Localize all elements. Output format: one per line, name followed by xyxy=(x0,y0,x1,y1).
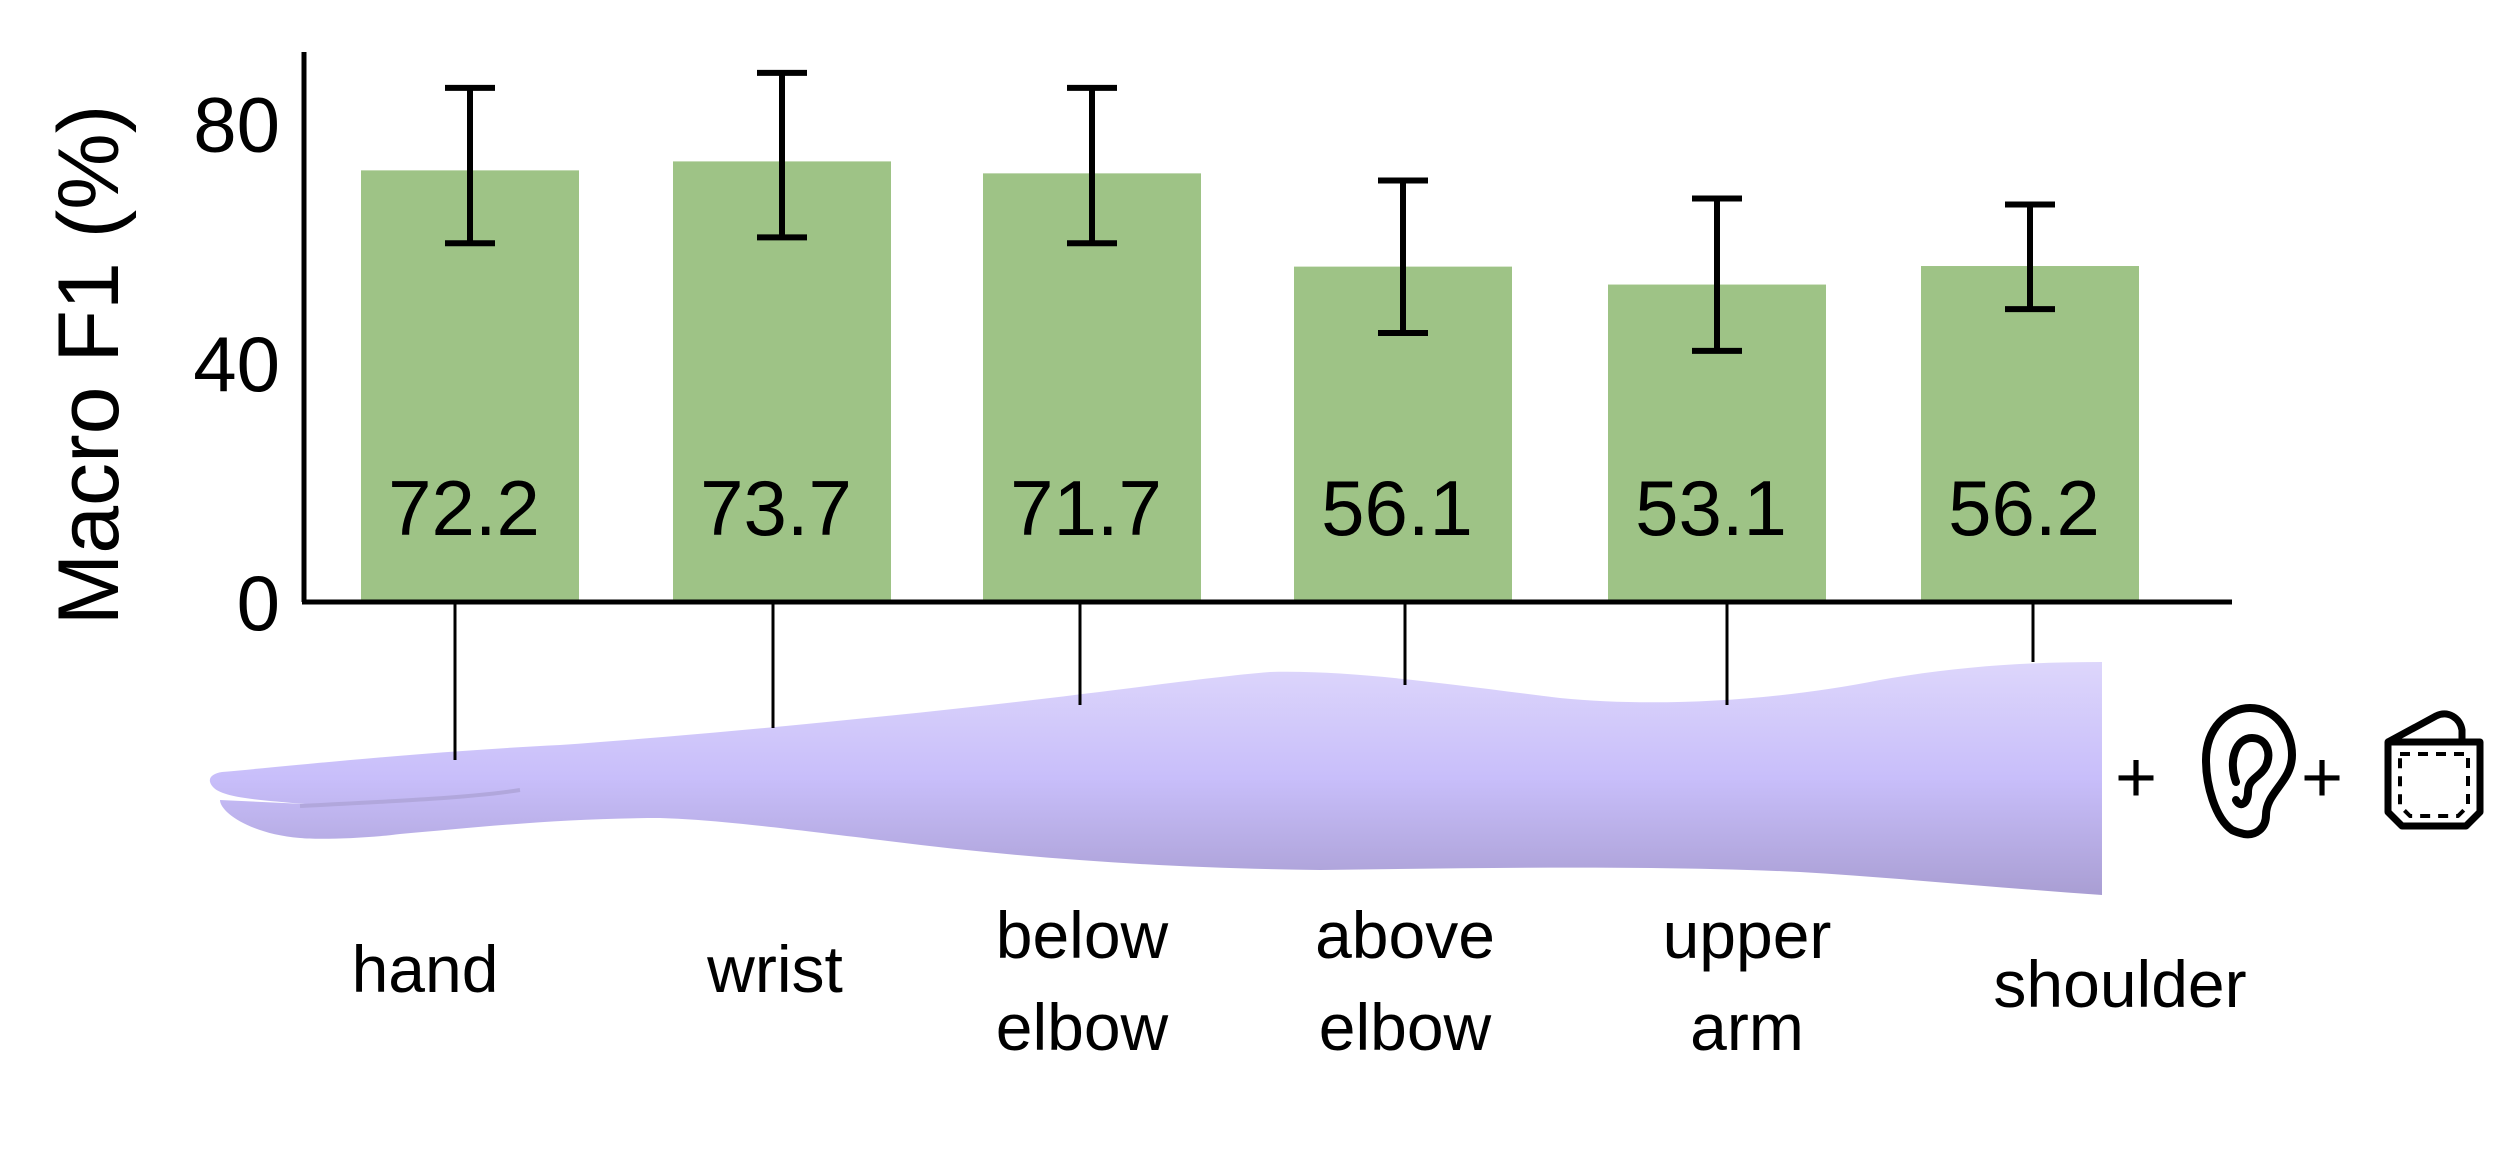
bar-value-label: 56.2 xyxy=(1948,464,2100,552)
bar xyxy=(1921,266,2139,602)
category-label-line: shoulder xyxy=(1993,947,2246,1021)
y-tick-label: 40 xyxy=(193,320,280,408)
body-position-connectors xyxy=(453,602,2035,760)
y-axis-ticks: 0 40 80 xyxy=(193,81,280,647)
bars: 72.2 73.7 71.7 56.1 53.1 56.2 xyxy=(361,69,2139,603)
category-label-line: elbow xyxy=(1319,990,1492,1064)
y-tick-label: 80 xyxy=(193,81,280,169)
arm-thumb-shade xyxy=(299,788,521,808)
category-label-line: hand xyxy=(352,932,499,1006)
category-label: wrist xyxy=(706,932,843,1006)
category-label-line: elbow xyxy=(996,990,1169,1064)
ear-icon xyxy=(2202,704,2296,839)
category-label: shoulder xyxy=(1993,947,2246,1021)
category-label-line: arm xyxy=(1690,990,1804,1064)
category-label-line: upper xyxy=(1663,898,1832,972)
category-label: above elbow xyxy=(1315,898,1495,1064)
bar-value-label: 72.2 xyxy=(388,464,540,552)
category-label-line: above xyxy=(1315,898,1495,972)
bar-value-label: 73.7 xyxy=(700,464,852,552)
bar-value-label: 71.7 xyxy=(1010,464,1162,552)
category-labels: hand wrist below elbow above elbow upper arm sho… xyxy=(352,898,2247,1064)
plus-sign-pocket: + xyxy=(2301,738,2343,818)
category-label: hand xyxy=(352,932,499,1006)
category-label-line: wrist xyxy=(706,932,843,1006)
arm-illustration xyxy=(209,662,2103,895)
y-tick-label: 0 xyxy=(237,559,280,647)
category-label: below elbow xyxy=(996,898,1169,1064)
plus-sign-ear: + xyxy=(2115,738,2157,818)
bar-value-label: 53.1 xyxy=(1635,464,1787,552)
pocket-icon xyxy=(2384,710,2484,830)
bar-value-label: 56.1 xyxy=(1321,464,1473,552)
y-axis-label: Macro F1 (%) xyxy=(41,105,137,626)
category-label-line: below xyxy=(996,898,1169,972)
category-label: upper arm xyxy=(1663,898,1832,1064)
